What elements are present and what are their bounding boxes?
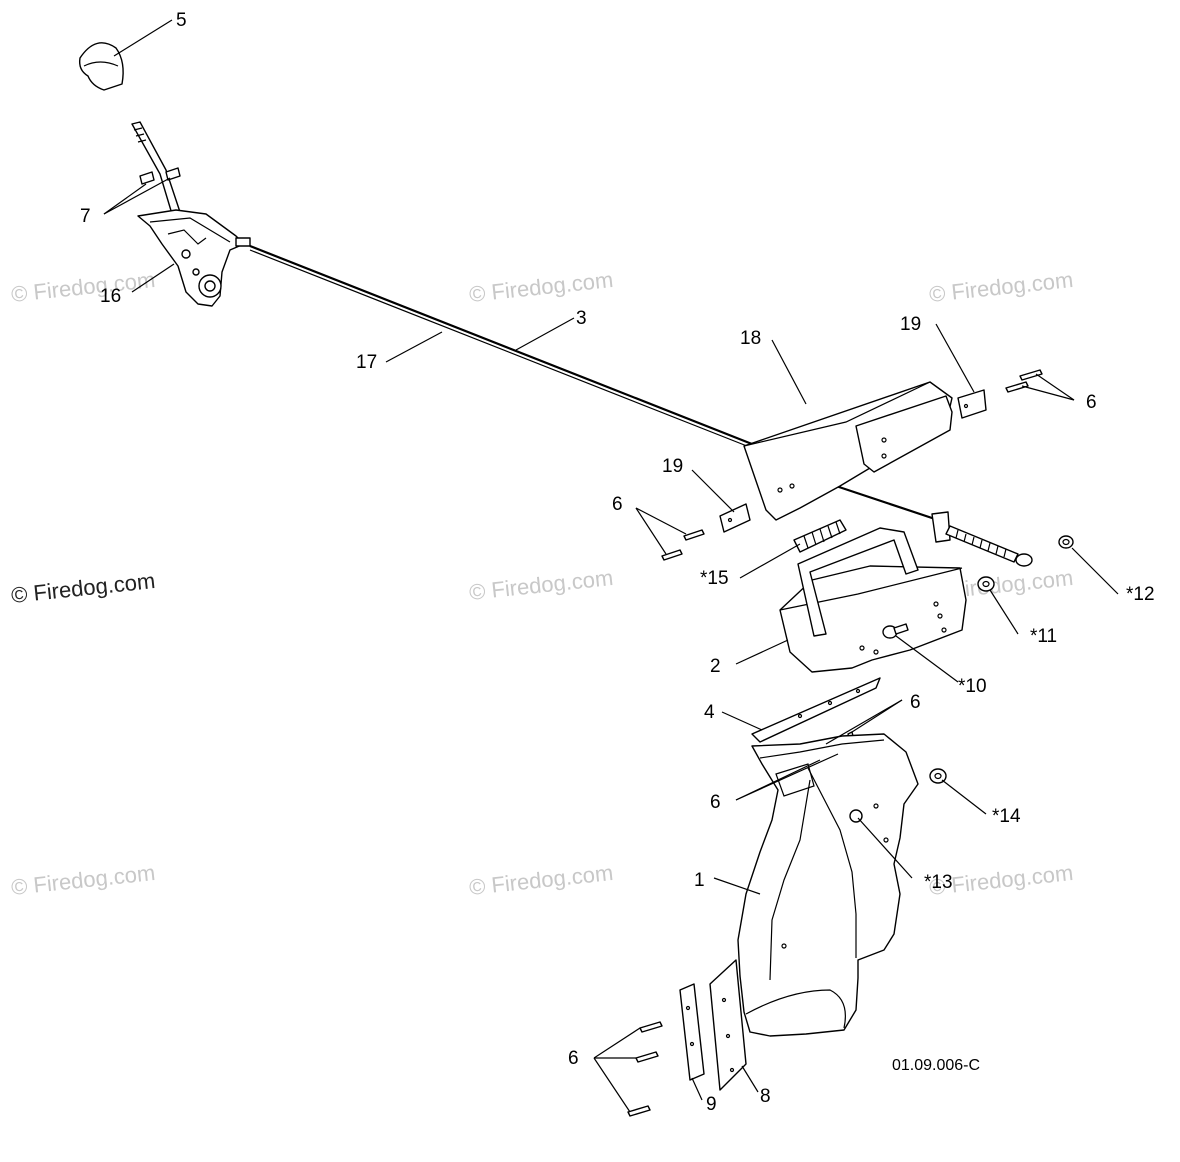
callout-9: 9 <box>706 1094 717 1115</box>
part-2-chute-deflector <box>779 527 967 673</box>
callout-6-mid-right: 6 <box>910 692 921 713</box>
callout-11: *11 <box>1030 626 1057 647</box>
callout-labels: 5 7 16 17 3 18 19 6 19 6 *15 *12 *11 2 *… <box>80 10 1155 1115</box>
part-14-nut <box>929 768 947 784</box>
watermark: © Firedog.com <box>10 267 156 307</box>
part-16-shifter-bracket <box>137 209 251 307</box>
shift-rod <box>131 121 181 215</box>
leader-lines <box>103 19 1119 1113</box>
callout-19-mid: 19 <box>662 456 683 477</box>
part-8-strip <box>709 959 747 1091</box>
part-19-strip-mid <box>719 503 751 533</box>
watermark: © Firedog.com <box>468 565 614 605</box>
callout-4: 4 <box>704 702 715 723</box>
callout-6-mid-left: 6 <box>612 494 623 515</box>
watermark-dark: © Firedog.com <box>10 568 156 608</box>
part-11-washer <box>977 576 995 592</box>
callout-6-bottom: 6 <box>568 1048 579 1069</box>
watermark: © Firedog.com <box>10 860 156 900</box>
watermark: © Firedog.com <box>468 267 614 307</box>
part-6-rivets-top-right <box>1005 369 1043 393</box>
part-4-strip <box>751 677 881 743</box>
callout-7: 7 <box>80 206 91 227</box>
callout-19-top: 19 <box>900 314 921 335</box>
part-12-nut <box>1058 535 1074 549</box>
callout-5: 5 <box>176 10 187 31</box>
part-10-bolt <box>882 623 909 639</box>
callout-2: 2 <box>710 656 721 677</box>
callout-6-chute-left: 6 <box>710 792 721 813</box>
callout-13: *13 <box>924 872 953 893</box>
part-15-spring <box>793 519 847 553</box>
callout-15: *15 <box>700 568 729 589</box>
watermark: © Firedog.com <box>928 267 1074 307</box>
callout-12: *12 <box>1126 584 1155 605</box>
part-6-rivets-mid-left <box>661 529 705 561</box>
callout-14: *14 <box>992 806 1021 827</box>
watermark: © Firedog.com <box>468 860 614 900</box>
callout-1: 1 <box>694 870 705 891</box>
part-1-main-chute <box>737 733 919 1037</box>
callout-6-top-right: 6 <box>1086 392 1097 413</box>
part-6-rivets-bottom <box>627 1021 663 1117</box>
part-19-strip-top <box>957 389 987 419</box>
drawing-code: 01.09.006-C <box>892 1057 980 1074</box>
callout-16: 16 <box>100 286 121 307</box>
part-9-strip <box>679 983 705 1081</box>
callout-10: *10 <box>958 676 987 697</box>
part-5-knob <box>78 42 124 91</box>
callout-17: 17 <box>356 352 377 373</box>
part-7-bolts <box>139 167 181 185</box>
cable-adjuster <box>931 511 1033 567</box>
callout-3: 3 <box>576 308 587 329</box>
callout-8: 8 <box>760 1086 771 1107</box>
callout-18: 18 <box>740 328 761 349</box>
part-3-cable <box>249 244 945 524</box>
part-18-deflector-housing <box>743 381 953 521</box>
